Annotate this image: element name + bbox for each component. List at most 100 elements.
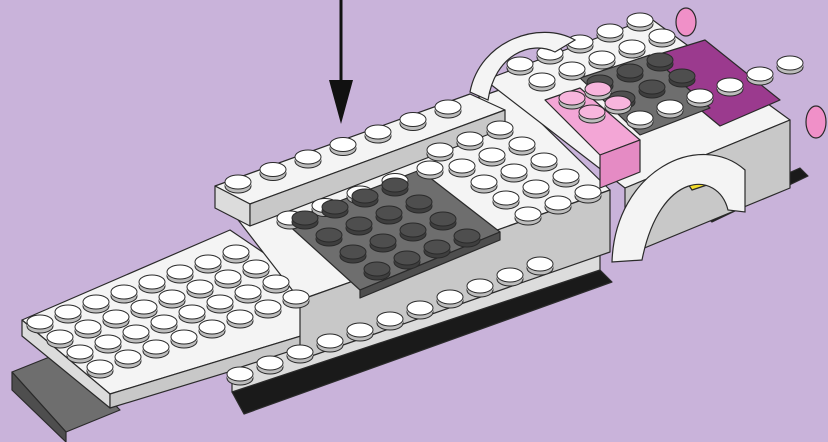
- stud: [454, 229, 480, 247]
- stud: [579, 105, 605, 123]
- stud: [493, 191, 519, 209]
- stud: [167, 265, 193, 283]
- stud: [151, 315, 177, 333]
- stud: [346, 217, 372, 235]
- stud: [407, 301, 433, 319]
- stud: [103, 310, 129, 328]
- stud: [417, 161, 443, 179]
- stud: [377, 312, 403, 330]
- stud: [365, 125, 391, 143]
- stud: [55, 305, 81, 323]
- stud: [479, 148, 505, 166]
- stud: [515, 207, 541, 225]
- stud: [352, 189, 378, 207]
- stud: [257, 356, 283, 374]
- stud: [585, 82, 611, 100]
- stud: [47, 330, 73, 348]
- stud: [27, 315, 53, 333]
- stud: [322, 200, 348, 218]
- stud: [435, 100, 461, 118]
- stud: [457, 132, 483, 150]
- stud: [669, 69, 695, 87]
- stud: [507, 57, 533, 75]
- stud: [287, 345, 313, 363]
- stud: [687, 89, 713, 107]
- stud: [347, 323, 373, 341]
- stud: [295, 150, 321, 168]
- stud: [227, 310, 253, 328]
- stud: [131, 300, 157, 318]
- wheel-hub-rear-left-icon: [676, 8, 696, 36]
- stud: [111, 285, 137, 303]
- stud: [523, 180, 549, 198]
- stud: [509, 137, 535, 155]
- stud: [370, 234, 396, 252]
- stud: [382, 178, 408, 196]
- stud: [627, 111, 653, 129]
- stud: [501, 164, 527, 182]
- stud: [449, 159, 475, 177]
- stud: [487, 121, 513, 139]
- stud: [292, 211, 318, 229]
- stud: [75, 320, 101, 338]
- stud: [225, 175, 251, 193]
- stud: [283, 290, 309, 308]
- stud: [647, 53, 673, 71]
- stud: [437, 290, 463, 308]
- stud: [553, 169, 579, 187]
- stud: [87, 360, 113, 378]
- stud: [187, 280, 213, 298]
- stud: [639, 80, 665, 98]
- stud: [215, 270, 241, 288]
- stud: [589, 51, 615, 69]
- stud: [471, 175, 497, 193]
- stud: [617, 64, 643, 82]
- stud: [83, 295, 109, 313]
- stud: [199, 320, 225, 338]
- stud: [364, 262, 390, 280]
- stud: [400, 113, 426, 131]
- stud: [95, 335, 121, 353]
- stud: [545, 196, 571, 214]
- stud: [619, 40, 645, 58]
- stud: [575, 185, 601, 203]
- stud: [424, 240, 450, 258]
- stud: [527, 257, 553, 275]
- stud: [207, 295, 233, 313]
- stud: [195, 255, 221, 273]
- stud: [340, 245, 366, 263]
- stud: [467, 279, 493, 297]
- stud: [143, 340, 169, 358]
- stud: [330, 138, 356, 156]
- stud: [657, 100, 683, 118]
- stud: [376, 206, 402, 224]
- stud: [777, 56, 803, 74]
- stud: [317, 334, 343, 352]
- stud: [316, 228, 342, 246]
- stud: [223, 245, 249, 263]
- stud: [159, 290, 185, 308]
- stud: [430, 212, 456, 230]
- stud: [227, 367, 253, 385]
- stud: [171, 330, 197, 348]
- stud: [235, 285, 261, 303]
- stud: [263, 275, 289, 293]
- stud: [115, 350, 141, 368]
- stud: [179, 305, 205, 323]
- stud: [67, 345, 93, 363]
- stud: [529, 73, 555, 91]
- stud: [394, 251, 420, 269]
- stud: [427, 143, 453, 161]
- stud: [531, 153, 557, 171]
- stud: [717, 78, 743, 96]
- stud: [406, 195, 432, 213]
- stud: [139, 275, 165, 293]
- wheel-hub-rear-right-icon: [806, 106, 826, 138]
- stud: [497, 268, 523, 286]
- stud: [627, 13, 653, 31]
- stud: [243, 260, 269, 278]
- stud: [747, 67, 773, 85]
- stud: [400, 223, 426, 241]
- stud: [260, 163, 286, 181]
